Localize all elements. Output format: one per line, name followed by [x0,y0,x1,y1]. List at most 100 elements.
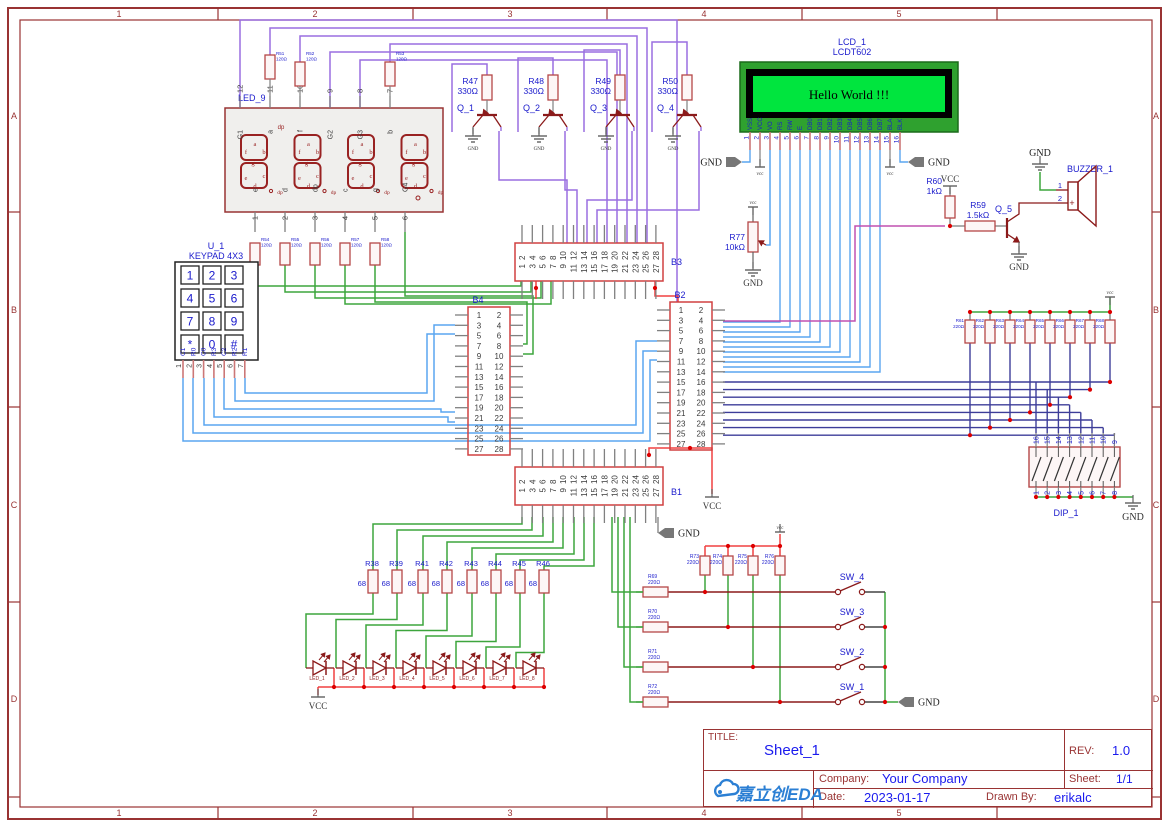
component-value: 120Ω [321,243,333,248]
pin-number: 13 [475,373,484,382]
switch[interactable]: SW_1 [834,682,866,706]
switch[interactable]: SW_2 [834,647,866,671]
resistor-body [774,555,786,576]
keypad-key[interactable]: 0 [202,334,222,354]
component-value: 330Ω [657,86,678,96]
logo-text: 嘉立创EDA [736,785,823,804]
led[interactable]: LED_1 [306,652,334,682]
pin-number: 9 [824,136,831,140]
led-array[interactable]: R3868R3968R4168R4268R4368R4468R4568R4668… [306,559,550,711]
wire [1087,456,1098,482]
resistor-body [538,569,550,594]
key-label: 8 [209,315,216,329]
vcc-label: VCC [309,701,328,711]
junction-dot [1045,494,1050,500]
keypad-key[interactable]: * [180,334,200,354]
pin-label: d [283,188,290,192]
switch-block[interactable]: R69220ΩR70220ΩR71220ΩR72220ΩR73220ΩR7422… [636,524,866,708]
gnd-label: GND [534,147,545,152]
keypad-key[interactable]: # [224,334,244,354]
led[interactable]: LED_5 [426,652,454,682]
segment-label: b [369,149,372,156]
pin-number: 20 [495,404,504,413]
wire [723,225,945,322]
led[interactable]: LED_2 [336,652,364,682]
led-triangle [402,659,418,677]
pin-number: 8 [699,337,704,346]
lcd-screen [753,76,945,112]
wire [404,232,534,355]
switch[interactable]: SW_3 [834,607,866,631]
pin-number: 5 [1078,491,1085,495]
buzzer[interactable]: BUZZER_1+12 [1056,164,1113,228]
pin-number: 23 [475,424,484,433]
keypad-key[interactable]: 4 [180,288,200,308]
segment-label: c [370,173,373,180]
led[interactable]: LED_3 [366,652,394,682]
keypad-key[interactable]: 8 [202,311,222,331]
digit-drivers[interactable]: R47330ΩQ_1GNDR48330ΩQ_2GNDR49330ΩQ_3GNDR… [457,74,702,152]
vcc-label: VCC [941,174,960,184]
wire [723,150,801,333]
switch[interactable]: SW_4 [834,572,866,596]
pin-number: 9 [559,487,568,492]
pullup-network[interactable]: R61220ΩR62220ΩR63220ΩR64220ΩR65220ΩR6622… [953,291,1116,344]
junction-dot [331,684,337,690]
wire [396,517,533,570]
keypad-key[interactable]: 7 [180,311,200,331]
keypad-key[interactable]: 5 [202,288,222,308]
wires [182,19,1133,703]
wire [1053,456,1064,482]
pin-number: 2 [1058,194,1062,203]
pin-number: 28 [697,440,706,449]
pin-label: G4 [403,183,410,192]
resistor-body [339,242,351,266]
led[interactable]: LED_6 [456,652,484,682]
pin-number: 6 [539,479,548,484]
shape [293,134,322,161]
component-ref: R72 [648,684,657,690]
pin-label: f [298,130,305,132]
wire [742,150,751,163]
segment-label: d [253,183,257,190]
keypad-key[interactable]: 9 [224,311,244,331]
junction-dot [967,309,973,315]
led[interactable]: LED_4 [396,652,424,682]
component-value: 68 [505,579,513,588]
wire [329,51,618,243]
pin-number: 4 [528,255,537,260]
wire [239,19,678,302]
led-triangle [432,659,448,677]
resistor-body [294,61,306,87]
polarity-label: + [1069,198,1074,208]
pin-label: C1 [180,347,187,356]
pin-number: 15 [590,263,599,272]
junction-dot [987,425,993,430]
led[interactable]: LED_8 [516,652,544,682]
component-value: 220Ω [1053,324,1065,329]
header-B1[interactable]: B121436587109121114131615181720192221242… [514,449,682,523]
led[interactable]: LED_7 [486,652,514,682]
component-value: 220Ω [648,580,660,586]
keypad-key[interactable]: 2 [202,265,222,285]
pin-number: 25 [642,487,651,496]
pin-number: 13 [864,136,871,144]
wire [625,114,635,128]
keypad-key[interactable]: 1 [180,265,200,285]
header-B3[interactable]: B321436587109121114131615181720192221242… [514,225,682,299]
pin-number: 4 [341,216,350,220]
keypad-key[interactable]: 3 [224,265,244,285]
keypad-key[interactable]: 6 [224,288,244,308]
